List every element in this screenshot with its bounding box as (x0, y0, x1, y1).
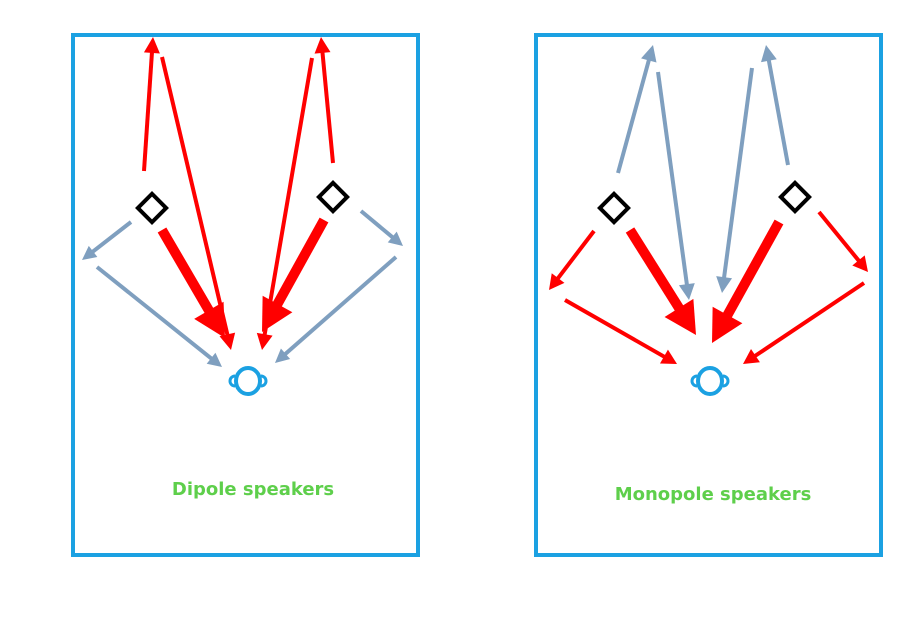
speaker-diamond-icon (778, 180, 812, 214)
arrows-dipole (82, 37, 403, 367)
direct-arrow-right-main-shaft (722, 219, 784, 320)
reflected-arrow-left-in-shaft (95, 265, 214, 362)
reflected-arrow-right-in-head (275, 348, 291, 363)
listener-head-icon (228, 366, 268, 396)
direct-arrow-right-main-shaft (272, 217, 329, 309)
direct-arrow-right-out (817, 210, 868, 272)
direct-arrow-left-out-shaft (555, 229, 596, 281)
listener-ear-right (260, 374, 268, 388)
listener-head-outline (696, 366, 724, 396)
direct-arrow-left-down-shaft (160, 56, 230, 337)
direct-arrow-right-out-head (852, 255, 868, 272)
direct-arrow-right-up-shaft (320, 50, 335, 164)
reflected-arrow-right-up (761, 45, 790, 166)
reflected-arrow-left-up-head (641, 45, 657, 63)
direct-arrow-right-up-head (314, 37, 331, 54)
direct-arrow-left-up (142, 37, 160, 172)
room-outline-monopole (534, 33, 883, 557)
direct-arrow-right-in-head (743, 349, 760, 364)
direct-arrow-left-in-head (660, 349, 677, 364)
reflected-arrow-right-out-shaft (359, 209, 396, 240)
reflected-arrow-right-in-shaft (282, 255, 398, 357)
reflected-arrow-left-in-head (206, 352, 222, 367)
direct-arrow-right-up (314, 37, 335, 164)
reflected-arrow-left-down (656, 71, 695, 300)
direct-arrow-right-main-head (262, 295, 293, 332)
room-outline-dipole (71, 33, 420, 557)
reflected-arrow-left-down-head (678, 283, 695, 300)
direct-arrow-left-main-shaft (157, 227, 215, 315)
speaker-diamond-icon (597, 191, 631, 225)
direct-arrow-right-main (712, 219, 784, 343)
reflected-arrow-left-in (95, 265, 222, 367)
panel-label-monopole: Monopole speakers (615, 484, 812, 505)
direct-arrow-right-out-shaft (817, 210, 862, 264)
direct-arrow-left-main (625, 227, 696, 335)
direct-arrow-left-in (564, 298, 677, 364)
reflected-arrow-left-up-shaft (616, 57, 652, 174)
panel-label-dipole: Dipole speakers (172, 479, 334, 500)
direct-arrow-left-out-head (549, 273, 565, 290)
reflected-arrow-left-out-head (82, 245, 98, 260)
speaker-diamond-icon (135, 191, 169, 225)
direct-arrow-right-in-shaft (752, 281, 866, 359)
direct-arrow-left-up-shaft (142, 50, 155, 172)
direct-arrow-right-main-head (712, 306, 743, 343)
reflected-arrow-right-in (275, 255, 398, 363)
direct-arrow-left-out (549, 229, 596, 290)
direct-arrow-right-down (256, 57, 314, 350)
direct-arrow-left-in-shaft (564, 298, 667, 360)
reflected-arrow-left-out (82, 220, 133, 260)
panel-monopole: Monopole speakers (534, 33, 883, 557)
direct-arrow-right-down-head (256, 332, 273, 350)
direct-arrow-left-main-shaft (625, 227, 685, 313)
listener-ear-left (228, 374, 236, 388)
reflected-arrow-right-down-shaft (721, 67, 754, 280)
speaker-right-dipole (316, 180, 350, 214)
panel-dipole: Dipole speakers (71, 33, 420, 557)
arrows-monopole (549, 45, 868, 364)
direct-arrow-right-main (262, 217, 329, 332)
reflected-arrow-right-out-head (387, 231, 403, 246)
direct-arrow-right-in (743, 281, 866, 364)
direct-arrow-left-main-head (664, 298, 696, 335)
direct-arrow-right-down-shaft (262, 57, 314, 337)
listener-head-icon (690, 366, 730, 396)
listener-ear-right (722, 374, 730, 388)
speaker-diamond-icon (316, 180, 350, 214)
reflected-arrow-right-up-shaft (766, 58, 790, 166)
reflected-arrow-right-down-head (716, 276, 733, 293)
direct-arrow-left-main-head (194, 301, 225, 338)
reflected-arrow-left-up (616, 45, 657, 174)
direct-arrow-left-down (160, 56, 236, 350)
speaker-left-dipole (135, 191, 169, 225)
speaker-right-monopole (778, 180, 812, 214)
reflected-arrow-left-out-shaft (90, 220, 133, 255)
reflected-arrow-left-down-shaft (656, 71, 690, 287)
listener-head-outline (234, 366, 262, 396)
listener-ear-left (690, 374, 698, 388)
reflected-arrow-right-down (716, 67, 754, 293)
speaker-left-monopole (597, 191, 631, 225)
direct-arrow-left-main (157, 227, 225, 338)
direct-arrow-left-up-head (143, 37, 160, 54)
reflected-arrow-right-up-head (761, 45, 777, 63)
reflected-arrow-right-out (359, 209, 403, 246)
